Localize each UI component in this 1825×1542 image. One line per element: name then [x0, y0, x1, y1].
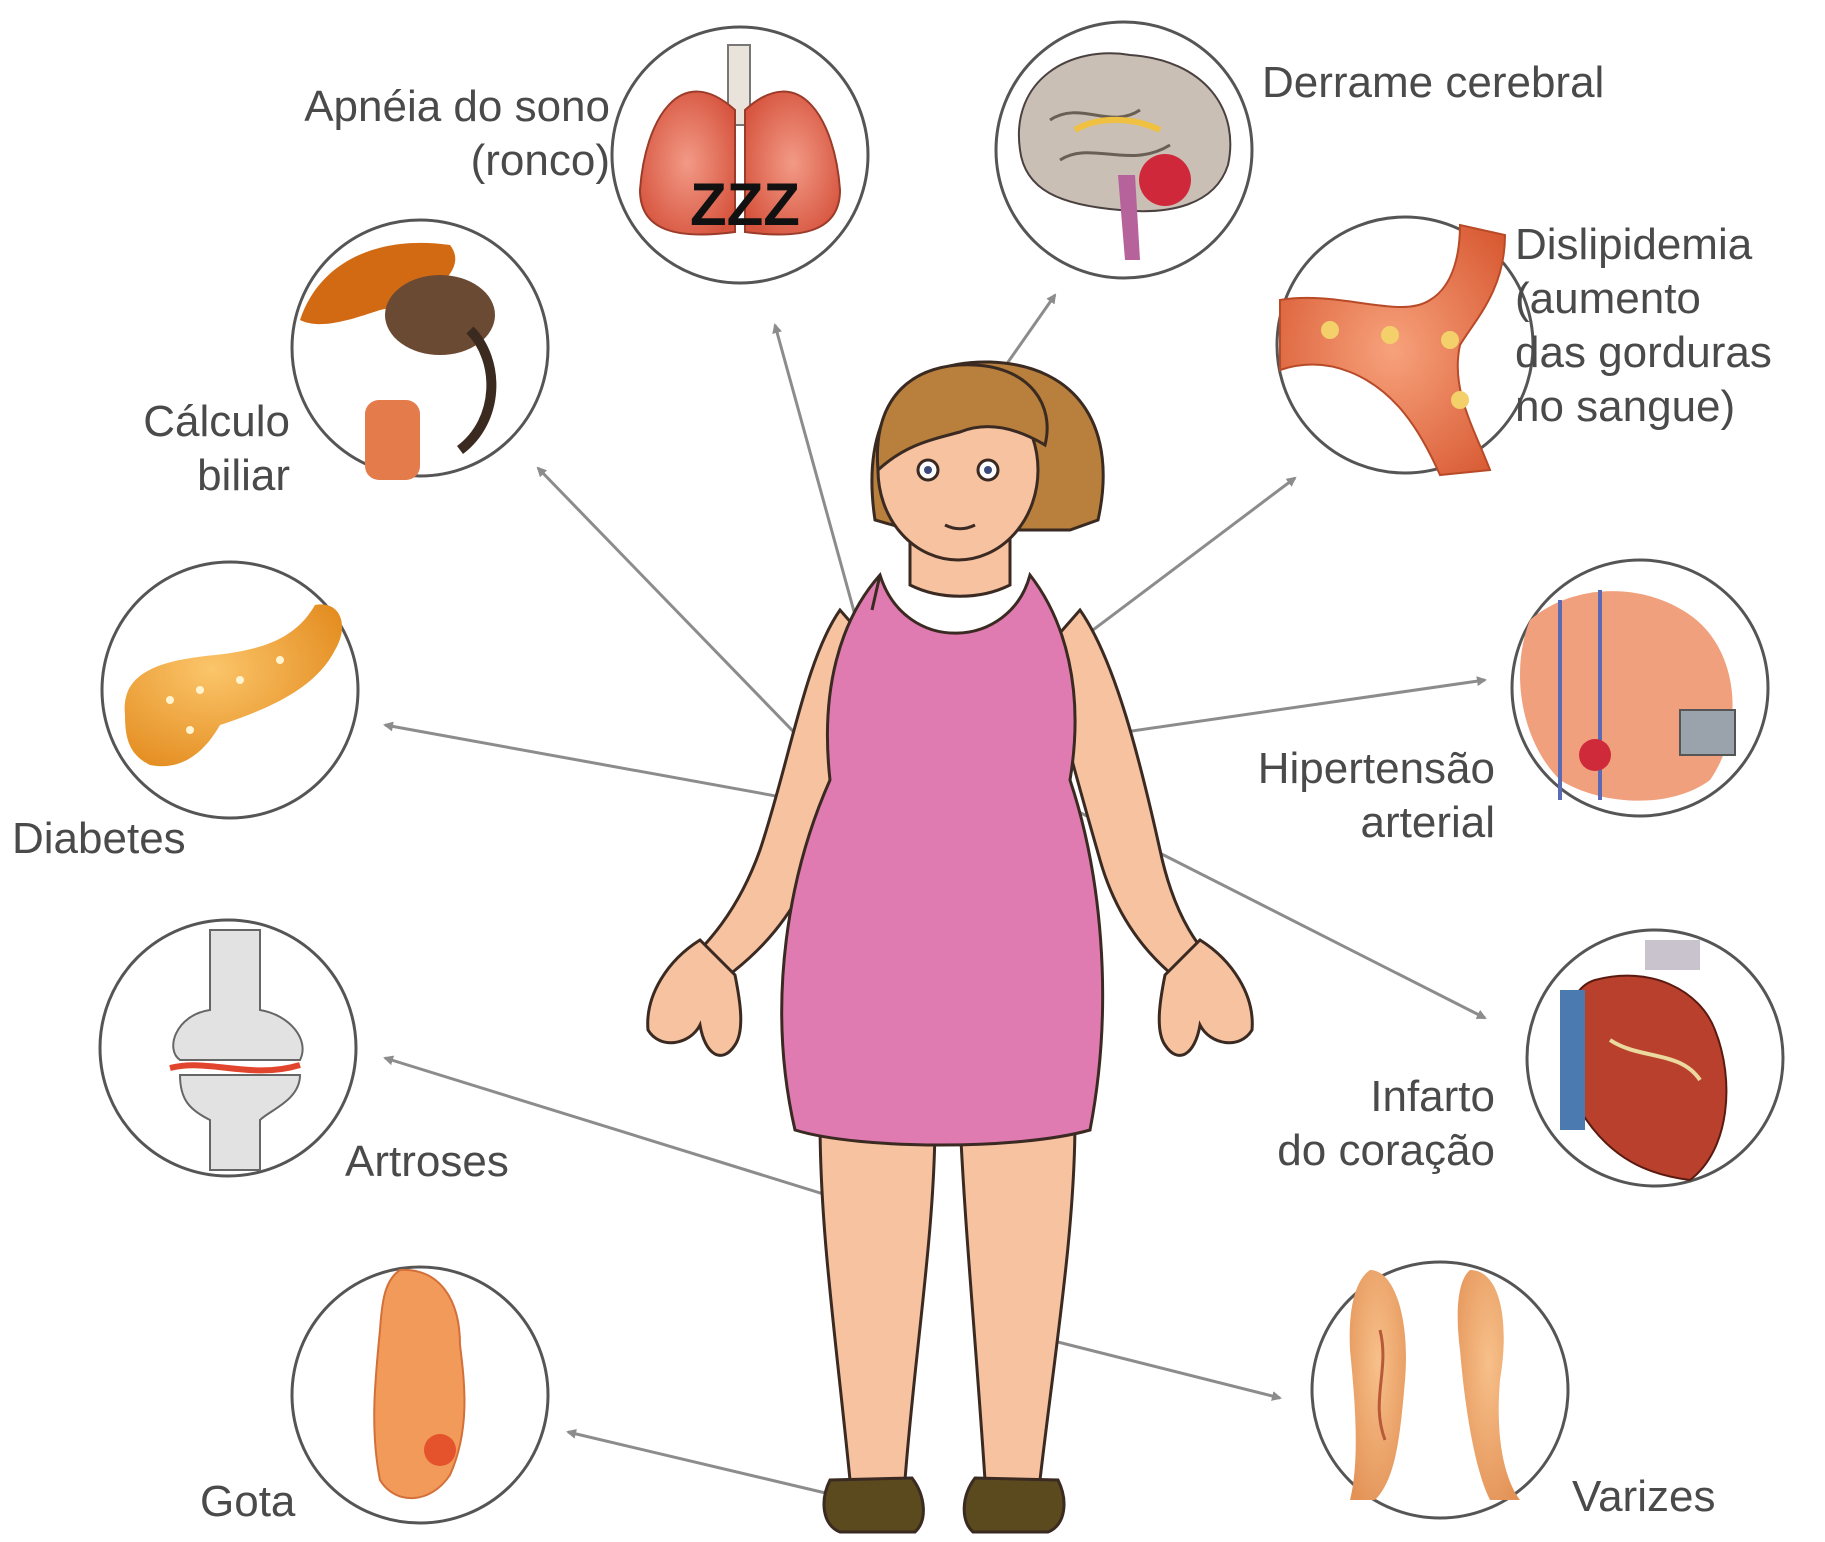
arrow-varicose [1030, 1335, 1280, 1398]
label-line: biliar [143, 449, 290, 503]
woman-figure [648, 362, 1253, 1532]
label-line: (ronco) [304, 134, 610, 188]
label-line: das gorduras [1515, 326, 1772, 380]
label-sleep-apnea: Apnéia do sono (ronco) [304, 80, 610, 188]
label-line: Varizes [1572, 1470, 1715, 1524]
label-gout: Gota [200, 1475, 295, 1529]
arrow-gout [568, 1432, 855, 1500]
snore-text: ZZZ [690, 171, 800, 238]
label-dyslipidemia: Dislipidemia (aumento das gorduras no sa… [1515, 218, 1772, 434]
legs-illustration [1312, 1262, 1568, 1518]
heart-illustration [1527, 930, 1783, 1186]
label-line: Hipertensão [1258, 742, 1495, 796]
label-line: Apnéia do sono [304, 80, 610, 134]
brain-illustration [996, 22, 1252, 278]
vessel-illustration [1277, 217, 1533, 475]
label-line: arterial [1258, 796, 1495, 850]
label-line: Artroses [345, 1135, 509, 1189]
label-line: do coração [1277, 1124, 1495, 1178]
left-sandal [824, 1478, 923, 1532]
label-line: Infarto [1277, 1070, 1495, 1124]
label-diabetes: Diabetes [12, 812, 186, 866]
label-stroke: Derrame cerebral [1262, 56, 1604, 110]
right-leg [960, 1120, 1075, 1480]
label-gallstone: Cálculo biliar [143, 395, 290, 503]
gallbladder-illustration [292, 220, 548, 480]
knee-illustration [100, 920, 356, 1176]
label-heart-attack: Infarto do coração [1277, 1070, 1495, 1178]
label-line: Derrame cerebral [1262, 56, 1604, 110]
label-line: Dislipidemia [1515, 218, 1772, 272]
artery-illustration [1512, 560, 1768, 816]
right-sandal [964, 1478, 1064, 1532]
label-line: (aumento [1515, 272, 1772, 326]
lungs-illustration: ZZZ [612, 27, 868, 283]
label-hypertension: Hipertensão arterial [1258, 742, 1495, 850]
label-line: Diabetes [12, 812, 186, 866]
left-leg [820, 1120, 935, 1480]
label-varicose-veins: Varizes [1572, 1470, 1715, 1524]
pancreas-illustration [102, 562, 358, 818]
label-arthrosis: Artroses [345, 1135, 509, 1189]
label-line: Gota [200, 1475, 295, 1529]
label-line: Cálculo [143, 395, 290, 449]
label-line: no sangue) [1515, 380, 1772, 434]
foot-illustration [292, 1267, 548, 1523]
